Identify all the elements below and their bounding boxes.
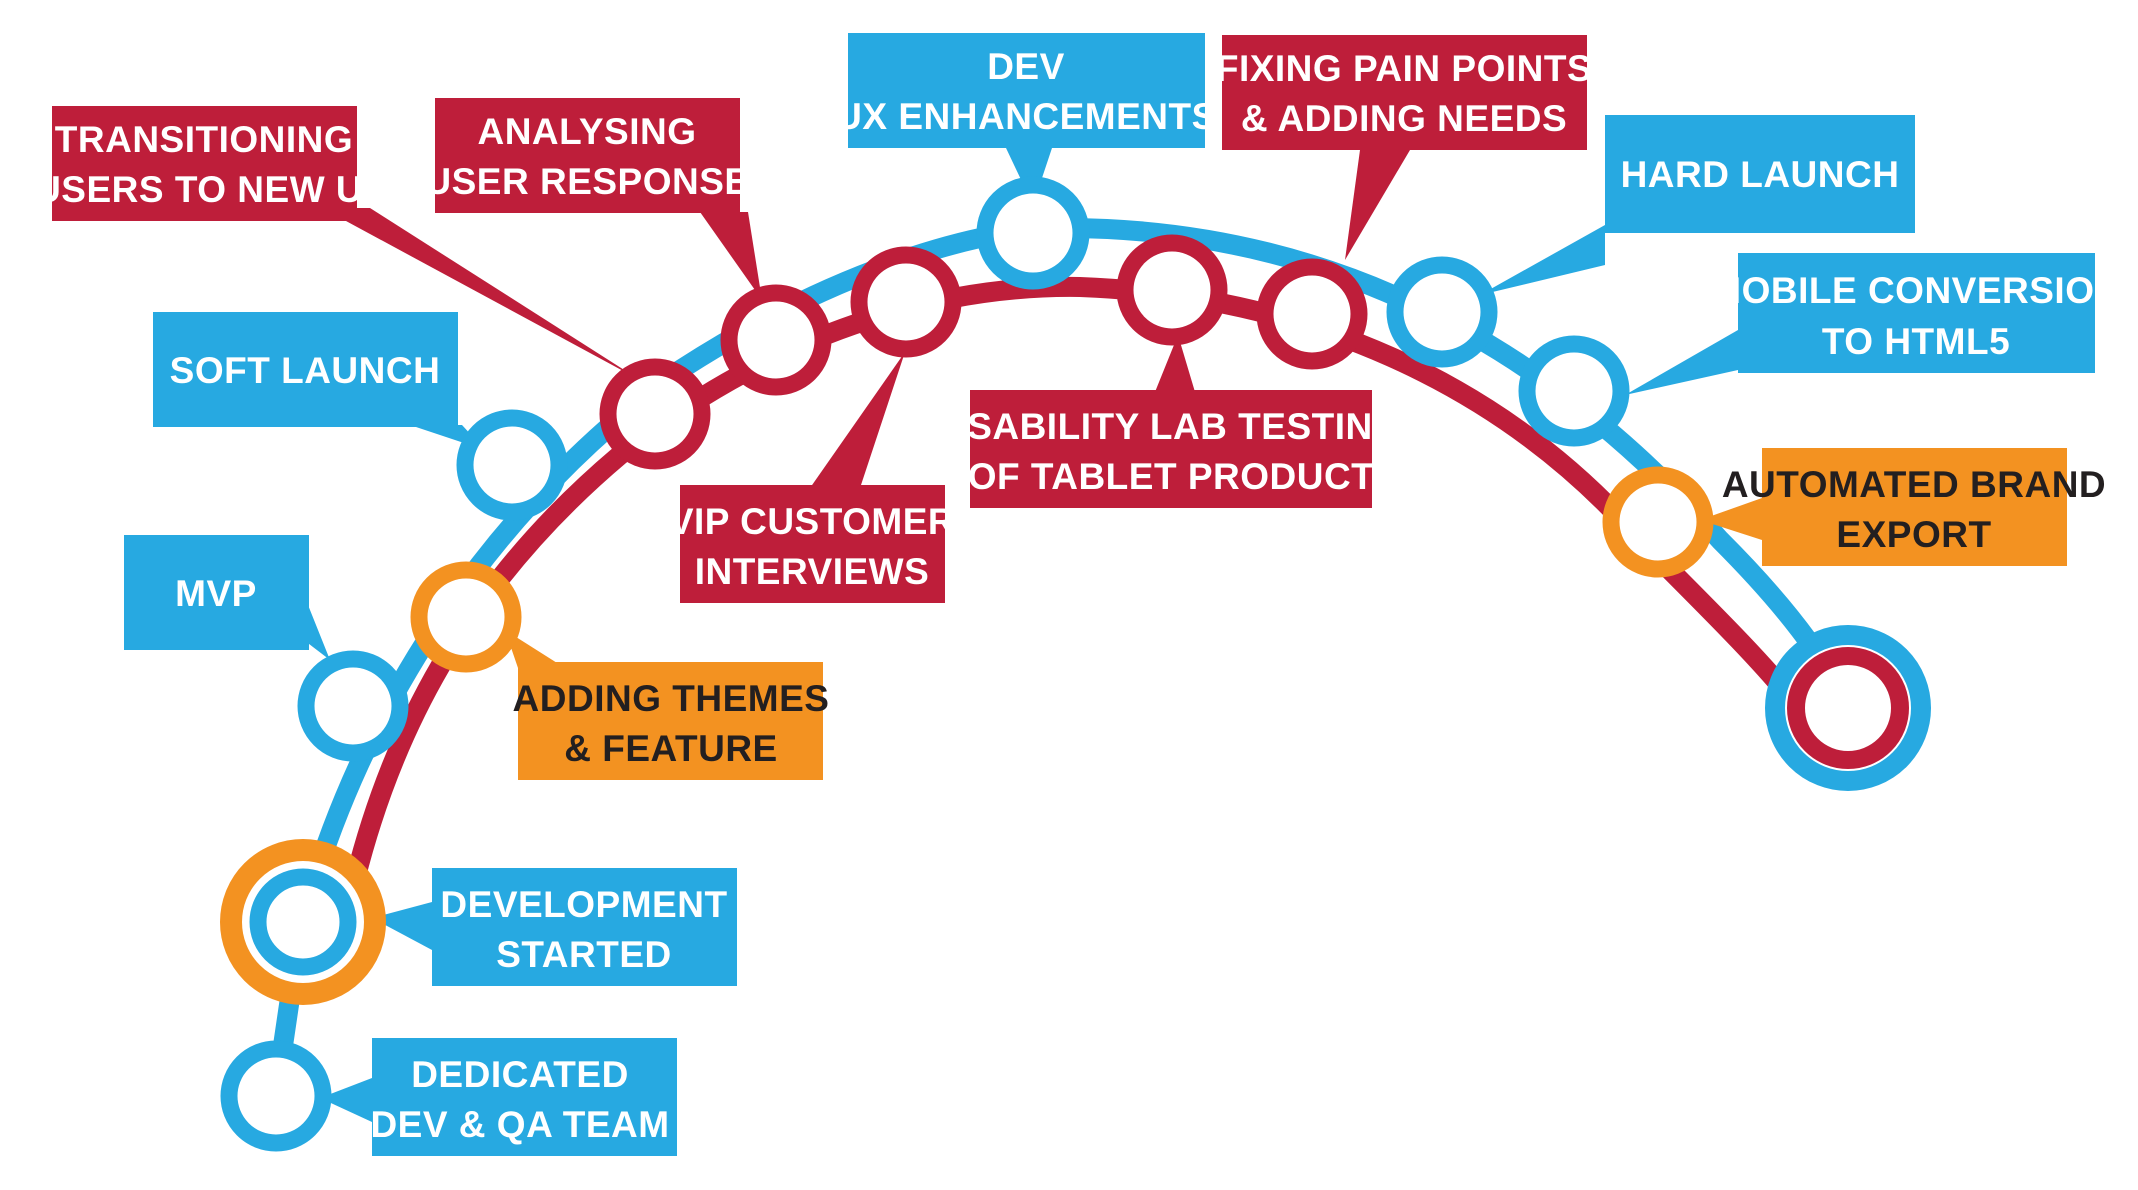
connector-mobile-conversion <box>1625 330 1738 395</box>
box-hard-launch: HARD LAUNCH <box>1605 115 1915 233</box>
connector-transitioning-users <box>322 208 640 380</box>
label-mvp: MVP <box>175 573 257 614</box>
box-transitioning-users: TRANSITIONING USERS TO NEW UI <box>34 106 374 221</box>
node-automated-export <box>1602 466 1714 578</box>
label-analysing-response-line2: USER RESPONSE <box>424 161 749 202</box>
label-adding-themes-line1: ADDING THEMES <box>513 678 830 719</box>
label-vip-interviews-line1: VIP CUSTOMER <box>669 501 955 542</box>
node-soft-launch <box>456 409 568 521</box>
box-automated-export: AUTOMATED BRAND EXPORT <box>1722 448 2106 566</box>
label-fixing-pain-points-line1: FIXING PAIN POINTS <box>1216 48 1592 89</box>
node-fixing-pain-points <box>1256 258 1368 370</box>
connector-development-started <box>372 902 432 950</box>
box-soft-launch: SOFT LAUNCH <box>153 312 458 427</box>
label-usability-testing-line2: OF TABLET PRODUCT <box>968 456 1375 497</box>
box-adding-themes: ADDING THEMES & FEATURE <box>513 662 830 780</box>
label-dev-ux-line1: DEV <box>987 46 1065 87</box>
nodes <box>220 176 1931 1152</box>
connector-vip-interviews <box>810 352 905 488</box>
box-dedicated-team: DEDICATED DEV & QA TEAM <box>370 1038 677 1156</box>
connector-usability-testing <box>1155 335 1195 392</box>
connector-analysing-response <box>700 212 762 300</box>
label-transitioning-users-line1: TRANSITIONING <box>55 119 353 160</box>
node-dedicated-team <box>220 1040 332 1152</box>
box-fixing-pain-points: FIXING PAIN POINTS & ADDING NEEDS <box>1216 35 1592 150</box>
label-analysing-response-line1: ANALYSING <box>477 111 696 152</box>
connector-automated-export <box>1700 498 1762 540</box>
label-hard-launch: HARD LAUNCH <box>1621 154 1900 195</box>
node-hard-launch <box>1386 256 1498 368</box>
label-mobile-conversion-line1: MOBILE CONVERSION <box>1710 270 2121 311</box>
node-vip-interviews <box>850 246 962 358</box>
node-development-started <box>249 868 357 976</box>
connector-fixing-pain-points <box>1345 150 1410 260</box>
label-automated-export-line2: EXPORT <box>1836 514 1991 555</box>
label-soft-launch: SOFT LAUNCH <box>170 350 441 391</box>
box-usability-testing: USABILITY LAB TESTING OF TABLET PRODUCT <box>940 390 1402 508</box>
node-analysing-response <box>720 284 832 396</box>
node-usability-testing <box>1116 234 1228 346</box>
box-analysing-response: ANALYSING USER RESPONSE <box>424 98 749 213</box>
connector-dedicated-team <box>320 1078 372 1122</box>
label-vip-interviews-line2: INTERVIEWS <box>695 551 930 592</box>
label-dedicated-team-line2: DEV & QA TEAM <box>370 1104 669 1145</box>
label-adding-themes-line2: & FEATURE <box>564 728 777 769</box>
label-dedicated-team-line1: DEDICATED <box>411 1054 629 1095</box>
node-mvp <box>297 650 409 762</box>
connectors <box>258 148 1762 1122</box>
labels: DEDICATED DEV & QA TEAM DEVELOPMENT STAR… <box>34 33 2121 1156</box>
label-mobile-conversion-line2: TO HTML5 <box>1822 321 2010 362</box>
node-mobile-conversion <box>1518 335 1630 447</box>
node-end-inner <box>1787 647 1909 769</box>
box-dev-ux: DEV UX ENHANCEMENTS <box>835 33 1217 148</box>
node-adding-themes <box>410 561 522 673</box>
label-dev-ux-line2: UX ENHANCEMENTS <box>835 96 1217 137</box>
connector-hard-launch <box>1480 225 1605 295</box>
label-automated-export-line1: AUTOMATED BRAND <box>1722 464 2106 505</box>
connector-adding-themes <box>505 630 565 668</box>
label-fixing-pain-points-line2: & ADDING NEEDS <box>1241 98 1567 139</box>
label-development-started-line2: STARTED <box>496 934 671 975</box>
box-development-started: DEVELOPMENT STARTED <box>432 868 737 986</box>
label-transitioning-users-line2: USERS TO NEW UI <box>34 169 374 210</box>
label-usability-testing-line1: USABILITY LAB TESTING <box>940 406 1402 447</box>
connector-dev-ux <box>1006 148 1052 205</box>
box-mvp: MVP <box>124 535 309 650</box>
box-vip-interviews: VIP CUSTOMER INTERVIEWS <box>669 485 955 603</box>
label-development-started-line1: DEVELOPMENT <box>440 884 727 925</box>
node-transitioning-users <box>599 358 711 470</box>
box-mobile-conversion: MOBILE CONVERSION TO HTML5 <box>1710 253 2121 373</box>
node-dev-ux <box>976 176 1090 290</box>
